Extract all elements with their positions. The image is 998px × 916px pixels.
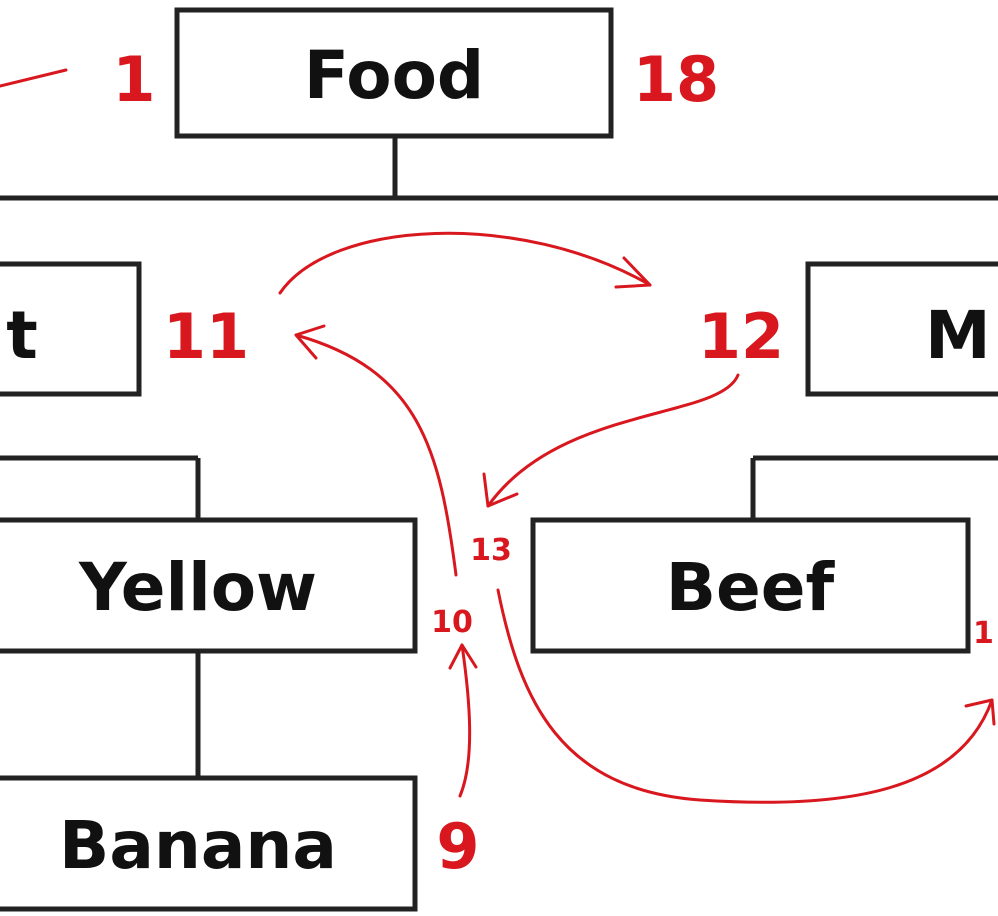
step-12: 12 (698, 300, 784, 373)
arrow-13-to-beef-child (496, 588, 994, 804)
node-fruit-label: t (6, 297, 38, 374)
arrow-12-to-13-head (482, 472, 519, 508)
step-18: 18 (633, 43, 719, 116)
step-9: 9 (436, 810, 479, 883)
arrow-11-to-12 (278, 231, 652, 295)
node-beef-box (530, 517, 971, 654)
node-meat-label: M (925, 297, 991, 374)
arrow-10-to-11 (294, 333, 458, 577)
node-yellow-box (0, 517, 418, 654)
node-food-label: Food (304, 37, 484, 114)
node-food-box (174, 7, 614, 139)
step-partial-right: 1 (973, 616, 994, 651)
arrow-9-to-10-head (448, 643, 478, 670)
arrow-13-to-beef-child-head (964, 698, 996, 726)
arrow-9-to-10 (458, 643, 472, 798)
step-10: 10 (431, 605, 473, 640)
step-11: 11 (163, 300, 249, 373)
arrow-10-to-11-head (294, 324, 326, 360)
node-fruit-box (0, 261, 142, 397)
node-beef-label: Beef (666, 549, 836, 626)
node-banana-box (0, 775, 418, 912)
arrow-start-to-food (0, 68, 68, 88)
arrow-12-to-13 (486, 373, 740, 508)
node-meat-box (805, 261, 998, 397)
node-yellow-label: Yellow (78, 549, 317, 626)
step-1: 1 (112, 43, 155, 116)
step-13: 13 (470, 533, 512, 568)
node-banana-label: Banana (59, 807, 337, 884)
arrow-11-to-12-head (614, 256, 652, 289)
